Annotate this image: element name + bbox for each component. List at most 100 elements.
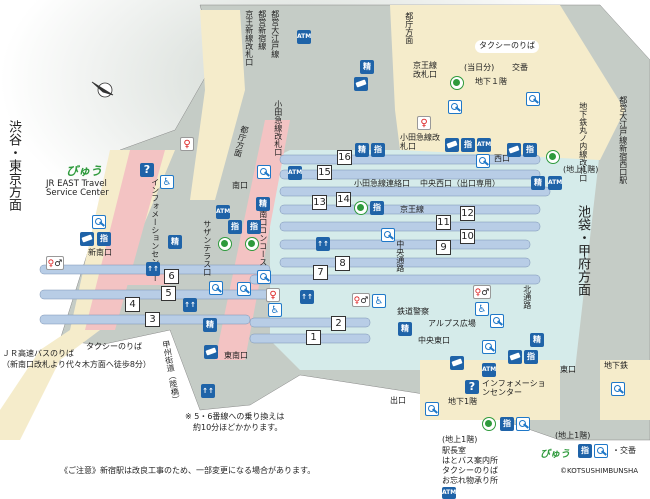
coin-locker-icon: [482, 340, 496, 354]
platform-9: 9: [436, 240, 451, 255]
platform-3: 3: [145, 312, 160, 327]
restroom-icon: ♀: [266, 288, 280, 302]
wheelchair-icon: ♿: [268, 303, 282, 317]
restroom-icon: ♀: [180, 137, 194, 151]
ticket-office-icon: [450, 76, 464, 90]
ticket-machine-icon: [80, 232, 94, 246]
nishi-exit-label: 西口: [494, 154, 510, 163]
east-passage: [420, 360, 560, 420]
platform-15: 15: [317, 165, 332, 180]
alps-square-label: アルプス広場: [428, 319, 476, 328]
exit-label: 出口: [390, 396, 406, 405]
ticket-machine-icon: [507, 143, 521, 157]
reserved-seat-icon: 指: [97, 232, 111, 246]
koban-east-label: ・交番: [612, 446, 636, 455]
coin-locker-icon: [490, 314, 504, 328]
railway-police-label: 鉄道警察: [397, 307, 429, 316]
chuo-higashi-exit-label: 中央東口: [418, 336, 450, 345]
reserved-seat-icon: 指: [523, 143, 537, 157]
subway-label: 地下鉄: [604, 361, 628, 370]
coin-locker-icon: [92, 215, 106, 229]
male-icon: ♂: [54, 259, 63, 269]
restroom-icon: ♀♂: [473, 285, 491, 299]
ticket-office-icon: [354, 201, 368, 215]
female-icon: ♀: [47, 259, 55, 269]
atm-icon: ATM: [297, 30, 311, 44]
wheelchair-icon: ♿: [160, 175, 174, 189]
info-icon[interactable]: ?: [465, 380, 479, 394]
coin-locker-icon: [425, 402, 439, 416]
travel-service-center-label[interactable]: JR EAST Travel Service Center: [46, 179, 109, 199]
ticket-office-icon: [245, 237, 259, 251]
coin-locker-icon: [381, 228, 395, 242]
wheelchair-icon: ♿: [475, 302, 489, 316]
fare-adjustment-icon: 精: [360, 60, 374, 74]
higashi-minami-exit-label: 東南口: [224, 351, 248, 360]
facility-lost-found: お忘れ物承り所: [442, 476, 498, 485]
atm-icon: ATM: [477, 138, 491, 152]
restroom-icon: ♀♂: [352, 293, 370, 307]
platform-13: 13: [312, 195, 327, 210]
keio-line-label: 京王線: [400, 205, 424, 214]
higashi-exit-label: 東口: [560, 365, 576, 374]
highway-bus-label: ＪＲ高速バスのりば: [2, 349, 74, 358]
toei-shinjuku-label: 都営新宿線: [257, 10, 267, 50]
elevator-icon: ↑↑: [201, 384, 215, 398]
platform-16: 16: [337, 150, 352, 165]
elevator-icon: ↑↑: [300, 290, 314, 304]
taxi-stand-south-label: タクシーのりば: [86, 342, 142, 351]
transfer-note-2: 約10分ほどかかります。: [193, 423, 283, 432]
view-logo: びゅう: [66, 164, 103, 178]
reserved-seat-icon: 指: [524, 350, 538, 364]
atm-icon: ATM: [482, 363, 496, 377]
b1-east-label: 地下1階: [448, 397, 478, 406]
female-icon: ♀: [474, 288, 482, 298]
elevator-icon: ↑↑: [316, 237, 330, 251]
b1-west-label: 地下１階: [475, 77, 507, 86]
info-icon[interactable]: ?: [140, 163, 154, 177]
fare-adjustment-icon: 精: [256, 197, 270, 211]
west-plaza: [390, 5, 625, 160]
fare-adjustment-icon: 精: [168, 235, 182, 249]
coin-locker-icon: [257, 270, 271, 284]
ticket-machine-icon: [354, 77, 368, 91]
direction-tocho-north: 都庁方面: [404, 12, 414, 44]
odakyu-gate-upper-label: 小田急線改札口: [273, 100, 283, 156]
keio-gate-label: 京王線改札口: [413, 61, 437, 79]
platform-14: 14: [336, 192, 351, 207]
info-center-label-east: インフォメーションセンター: [482, 379, 546, 397]
ground-floor-east-label: (地上1階): [442, 435, 478, 444]
platform-4: 4: [125, 297, 140, 312]
ticket-office-icon: [482, 417, 496, 431]
oedo-station-label: 都営大江戸線新宿西口駅: [618, 96, 628, 184]
ground-floor-west-label: (地上1階): [563, 165, 599, 174]
ticket-machine-icon: [508, 350, 522, 364]
direction-ikebukuro-kofu: 池袋・甲府方面: [574, 205, 590, 296]
minami-exit-label: 南口: [232, 181, 248, 190]
reserved-seat-icon: 指: [370, 201, 384, 215]
minami-concourse-label: 南口コンコース: [258, 210, 268, 266]
same-day-label: (当日分): [464, 63, 495, 72]
ticket-office-icon: [218, 237, 232, 251]
facility-taxi: タクシーのりば: [442, 466, 498, 475]
coin-locker-icon: [594, 444, 608, 458]
platform-12: 12: [460, 206, 475, 221]
coin-locker-icon: [516, 417, 530, 431]
caution-note: 《ご注意》新宿駅は改良工事のため、一部変更になる場合があります。: [60, 466, 316, 475]
ticket-machine-icon: [204, 345, 218, 359]
view-logo-east: びゅう: [540, 449, 570, 460]
ticket-machine-icon: [445, 138, 459, 152]
ticket-office-icon: [546, 150, 560, 164]
compass-icon: [91, 81, 114, 98]
atm-icon: ATM: [288, 166, 302, 180]
male-icon: ♂: [481, 288, 490, 298]
coin-locker-icon: [237, 282, 251, 296]
odakyu-transfer-label: 小田急線連絡口: [354, 179, 410, 188]
odakyu-gate-label: 小田急線改札口: [400, 133, 440, 151]
facility-hato-bus: はとバス案内所: [442, 456, 498, 465]
fare-adjustment-icon: 精: [355, 143, 369, 157]
platform-1: 1: [306, 330, 321, 345]
ground-floor-east2-label: (地上1階): [555, 431, 591, 440]
restroom-icon: ♀♂: [46, 256, 64, 270]
toei-oedo-label: 都営大江戸線: [270, 10, 280, 58]
